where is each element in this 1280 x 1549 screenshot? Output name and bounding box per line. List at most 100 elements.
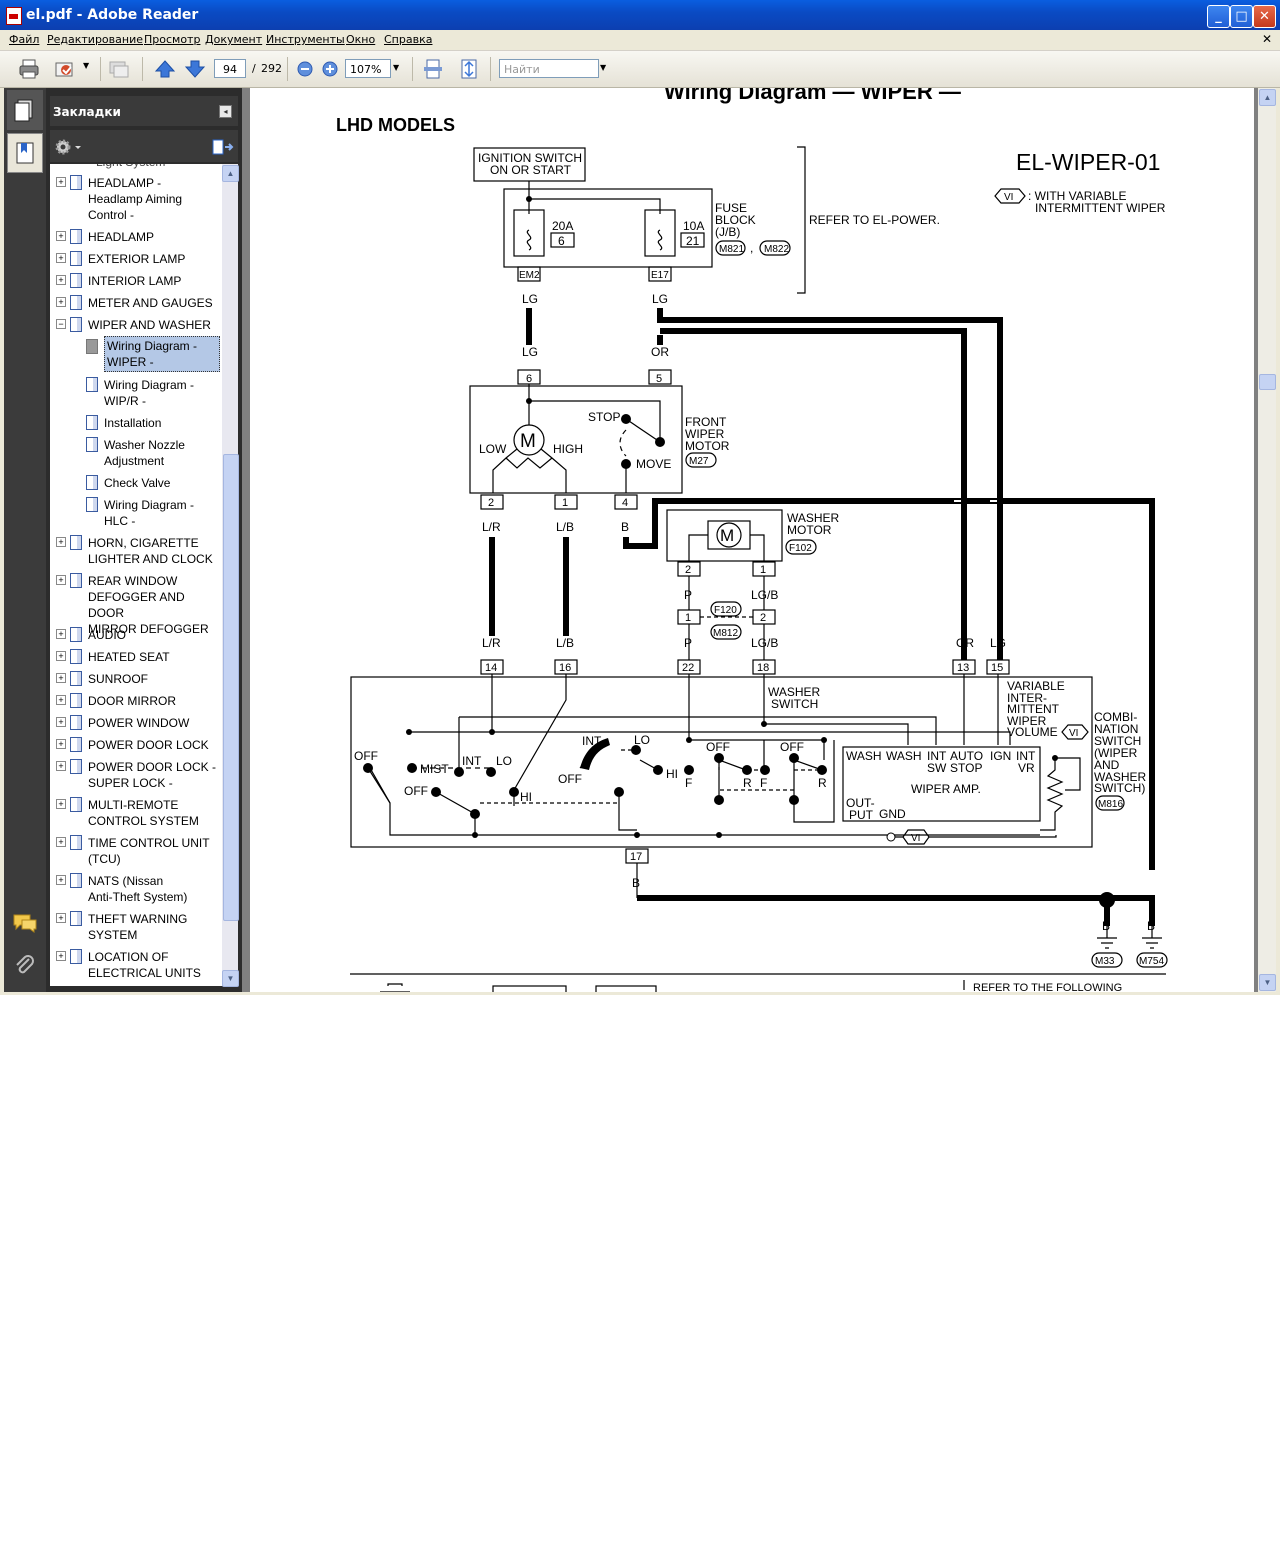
expand-icon[interactable]: + <box>56 629 66 639</box>
expand-icon[interactable]: + <box>56 177 66 187</box>
expand-icon[interactable]: + <box>56 837 66 847</box>
svg-text:B: B <box>1147 919 1155 933</box>
svg-text:LG: LG <box>990 636 1006 650</box>
comments-icon[interactable] <box>12 912 38 934</box>
bookmarks-scrollbar[interactable]: ▲ ▼ <box>222 164 239 987</box>
bookmarks-tab[interactable] <box>7 133 43 173</box>
bookmark-icon <box>70 911 82 926</box>
toolbar-separator <box>287 57 288 81</box>
menu-document[interactable]: Документ <box>205 33 263 46</box>
svg-text:INT: INT <box>582 734 602 748</box>
pages-tab[interactable] <box>7 90 43 130</box>
expand-icon[interactable]: + <box>56 231 66 241</box>
options-gear-icon[interactable] <box>54 138 84 156</box>
bookmark-icon <box>70 273 82 288</box>
zoom-in-icon[interactable] <box>319 58 341 80</box>
collapse-icon[interactable]: − <box>56 319 66 329</box>
menu-view[interactable]: Просмотр <box>144 33 201 46</box>
svg-text:INT: INT <box>927 749 947 763</box>
diagram-title: Wiring Diagram — WIPER — <box>664 88 961 104</box>
expand-icon[interactable]: + <box>56 695 66 705</box>
collapse-panel-button[interactable]: ◂ <box>219 105 232 118</box>
expand-icon[interactable]: + <box>56 575 66 585</box>
svg-text:SWITCH: SWITCH <box>1094 734 1141 748</box>
svg-text:20A: 20A <box>552 219 573 233</box>
menu-tools[interactable]: Инструменты <box>266 33 345 46</box>
zoom-out-icon[interactable] <box>294 58 316 80</box>
svg-text:14: 14 <box>485 662 497 674</box>
bookmark-icon <box>86 437 98 452</box>
expand-icon[interactable]: + <box>56 537 66 547</box>
document-close-icon[interactable]: ✕ <box>1261 32 1272 46</box>
menu-window[interactable]: Окно <box>346 33 376 46</box>
menu-edit[interactable]: Редактирование <box>47 33 143 46</box>
expand-icon[interactable]: + <box>56 275 66 285</box>
expand-icon[interactable]: + <box>56 875 66 885</box>
menu-help[interactable]: Справка <box>384 33 433 46</box>
expand-icon[interactable]: + <box>56 717 66 727</box>
page-number-input[interactable]: 94 <box>214 59 246 78</box>
svg-text:GND: GND <box>879 807 906 821</box>
bookmark-icon <box>86 497 98 512</box>
expand-icon[interactable]: + <box>56 913 66 923</box>
svg-text:2: 2 <box>760 612 766 624</box>
svg-text:OFF: OFF <box>706 740 730 754</box>
bookmark-icon <box>86 475 98 490</box>
svg-text:F: F <box>760 776 767 790</box>
close-button[interactable]: ✕ <box>1253 5 1276 28</box>
bookmark-icon <box>70 649 82 664</box>
find-dropdown-icon[interactable]: ▼ <box>600 63 607 72</box>
svg-text:L/R: L/R <box>482 520 501 534</box>
scroll-up-icon[interactable]: ▲ <box>222 165 239 182</box>
zoom-dropdown-icon[interactable]: ▼ <box>393 63 400 72</box>
email-dropdown-icon[interactable]: ▼ <box>83 61 90 70</box>
attachments-icon[interactable] <box>14 954 36 978</box>
pdf-page: Wiring Diagram — WIPER — LHD MODELS EL-W… <box>250 88 1254 992</box>
svg-text:STOP: STOP <box>588 410 620 424</box>
bookmarks-toolbar <box>50 130 238 162</box>
svg-text:LG: LG <box>522 345 538 359</box>
doc-scroll-up-icon[interactable]: ▲ <box>1259 89 1276 106</box>
bookmarks-icon <box>16 142 34 164</box>
expand-icon[interactable]: + <box>56 673 66 683</box>
email-icon[interactable] <box>54 58 76 80</box>
print-icon[interactable] <box>18 58 40 80</box>
doc-scroll-thumb[interactable] <box>1259 374 1276 390</box>
bookmarks-panel: Закладки ◂ Light System +HEADLAMP - Head… <box>46 88 242 992</box>
svg-text:SWITCH): SWITCH) <box>1094 781 1145 795</box>
scroll-down-icon[interactable]: ▼ <box>222 970 239 987</box>
scroll-thumb[interactable] <box>223 454 239 921</box>
expand-icon[interactable]: + <box>56 799 66 809</box>
expand-icon[interactable]: + <box>56 761 66 771</box>
svg-text:ON OR START: ON OR START <box>490 163 572 177</box>
bookmark-icon <box>70 693 82 708</box>
expand-icon[interactable]: + <box>56 651 66 661</box>
expand-icon[interactable]: + <box>56 951 66 961</box>
expand-bookmark-icon[interactable] <box>210 138 234 156</box>
collaborate-icon[interactable] <box>108 58 130 80</box>
doc-scroll-down-icon[interactable]: ▼ <box>1259 974 1276 991</box>
next-page-icon[interactable] <box>184 58 206 80</box>
document-scrollbar[interactable]: ▲ ▼ <box>1258 88 1276 992</box>
svg-text:HIGH: HIGH <box>553 442 583 456</box>
svg-text:LG: LG <box>522 292 538 306</box>
svg-text:OFF: OFF <box>404 784 428 798</box>
svg-text:OR: OR <box>956 636 974 650</box>
svg-text:M812: M812 <box>713 628 738 639</box>
menu-file[interactable]: Файл <box>9 33 40 46</box>
svg-text:SWITCH: SWITCH <box>771 697 818 711</box>
svg-text:21: 21 <box>686 234 700 248</box>
expand-icon[interactable]: + <box>56 297 66 307</box>
fit-page-icon[interactable] <box>458 58 480 80</box>
zoom-level-field[interactable]: 107% <box>345 59 391 78</box>
expand-icon[interactable]: + <box>56 739 66 749</box>
expand-icon[interactable]: + <box>56 253 66 263</box>
minimize-button[interactable]: _ <box>1207 5 1230 28</box>
svg-text:VARIABLE: VARIABLE <box>1007 679 1065 693</box>
svg-text:STOP: STOP <box>950 761 982 775</box>
find-input[interactable]: Найти <box>499 59 599 78</box>
fit-width-icon[interactable] <box>422 58 444 80</box>
svg-text:R: R <box>818 776 827 790</box>
maximize-button[interactable]: □ <box>1230 5 1253 28</box>
previous-page-icon[interactable] <box>154 58 176 80</box>
